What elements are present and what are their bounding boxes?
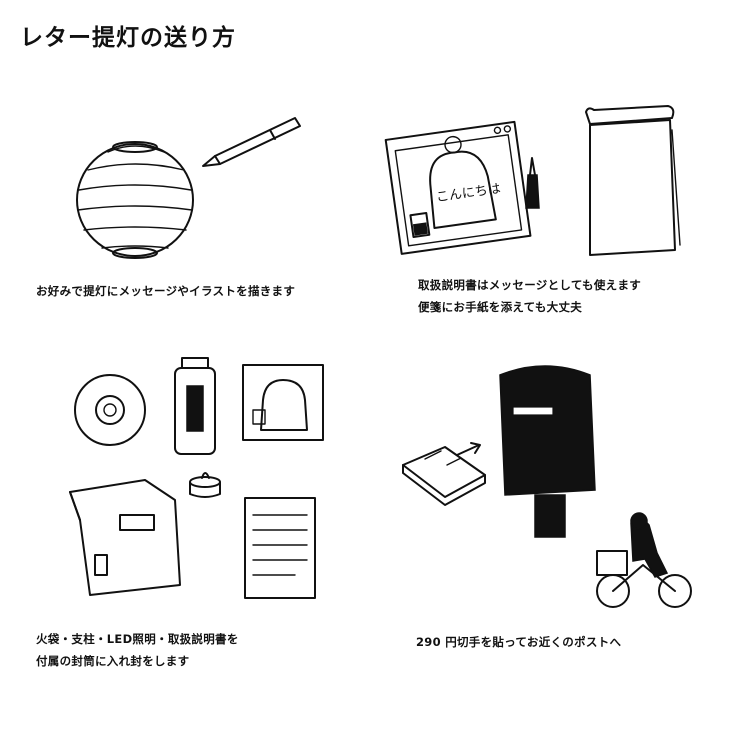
step-1-illustration	[60, 100, 400, 270]
step-3-line-1: 火袋・支柱・LED照明・取扱説明書を	[36, 632, 239, 646]
step-1-line-1: お好みで提灯にメッセージやイラストを描きます	[36, 284, 296, 298]
step-3-caption: 火袋・支柱・LED照明・取扱説明書を 付属の封筒に入れ封をします	[36, 628, 239, 672]
step-2-illustration: こんにちは	[380, 100, 720, 260]
step-4-caption: 290 円切手を貼ってお近くのポストへ	[416, 631, 621, 653]
step-3-line-2: 付属の封筒に入れ封をします	[36, 654, 190, 668]
step-3-illustration	[55, 350, 395, 620]
step-2-caption: 取扱説明書はメッセージとしても使えます 便箋にお手紙を添えても大丈夫	[418, 274, 641, 318]
page-title: レター提灯の送り方	[20, 25, 236, 51]
step-2-line-1: 取扱説明書はメッセージとしても使えます	[418, 278, 642, 292]
step-2-line-2: 便箋にお手紙を添えても大丈夫	[418, 300, 583, 314]
step-4-line-1: 290 円切手を貼ってお近くのポストへ	[416, 635, 622, 649]
step-1-caption: お好みで提灯にメッセージやイラストを描きます	[36, 280, 295, 302]
step-4-illustration	[395, 355, 735, 615]
